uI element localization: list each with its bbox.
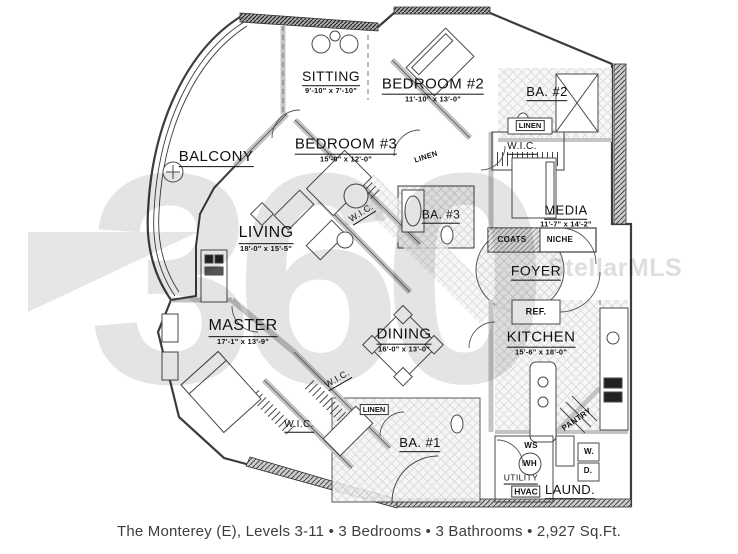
coats-niche-band bbox=[487, 227, 597, 253]
label-wic-top: W.I.C. bbox=[507, 141, 537, 155]
label-dryer: D. bbox=[583, 465, 593, 475]
label-linen-bottom: LINEN bbox=[359, 404, 389, 416]
label-utility: UTILITY bbox=[503, 472, 539, 485]
room-name: SITTING bbox=[301, 68, 361, 86]
label-balcony: BALCONY bbox=[178, 148, 254, 167]
label-washer: W. bbox=[584, 446, 594, 456]
ref-label: REF. bbox=[525, 306, 547, 317]
room-dims: 18'-0" x 15'-5" bbox=[239, 243, 293, 253]
furniture bbox=[161, 27, 629, 503]
room-dims: 16'-0" x 13'-0" bbox=[377, 344, 431, 354]
hvac-label: HVAC bbox=[511, 485, 541, 498]
room-name: BA. #3 bbox=[421, 207, 461, 224]
room-name: MEDIA bbox=[544, 202, 588, 220]
label-living: LIVING 18'-0" x 15'-5" bbox=[238, 224, 294, 253]
room-dims: 11'-7" x 14'-2" bbox=[540, 219, 592, 229]
label-master: MASTER 17'-1" x 13'-9" bbox=[208, 317, 278, 346]
label-coats: COATS bbox=[497, 234, 527, 244]
wic-label: W.I.C. bbox=[507, 141, 537, 155]
label-wh: WH bbox=[523, 458, 537, 468]
room-dims: 11'-10" x 13'-0" bbox=[404, 94, 461, 104]
linen-label: LINEN bbox=[359, 404, 389, 416]
room-name: BALCONY bbox=[178, 148, 254, 167]
label-laund: LAUND. bbox=[544, 482, 596, 499]
room-name: LAUND. bbox=[544, 482, 596, 499]
label-niche: NICHE bbox=[546, 234, 574, 244]
room-name: LIVING bbox=[238, 224, 294, 244]
label-media: MEDIA 11'-7" x 14'-2" bbox=[540, 204, 592, 229]
wh-label: WH bbox=[523, 458, 537, 468]
door-arcs bbox=[231, 109, 601, 467]
coats-label: COATS bbox=[497, 234, 527, 244]
room-dims: 15'-0" x 12'-0" bbox=[319, 154, 373, 164]
label-ref: REF. bbox=[525, 306, 547, 317]
wic-label: W.I.C. bbox=[284, 419, 314, 433]
room-dims: 15'-6" x 18'-0" bbox=[514, 347, 568, 357]
label-ba1: BA. #1 bbox=[399, 435, 441, 452]
label-hvac: HVAC bbox=[511, 485, 541, 498]
room-name: BA. #1 bbox=[399, 435, 441, 452]
room-name: FOYER bbox=[510, 262, 562, 281]
niche-label: NICHE bbox=[546, 234, 574, 244]
room-name: BA. #2 bbox=[526, 84, 568, 101]
room-dims: 17'-1" x 13'-9" bbox=[216, 336, 270, 346]
linen-label: LINEN bbox=[515, 120, 545, 132]
label-ba3: BA. #3 bbox=[421, 207, 461, 224]
dryer-label: D. bbox=[583, 465, 593, 475]
room-name: UTILITY bbox=[503, 472, 539, 485]
label-ws: WS bbox=[524, 440, 538, 450]
label-kitchen: KITCHEN 15'-6" x 18'-0" bbox=[506, 328, 576, 357]
label-wic-master: W.I.C. bbox=[284, 419, 314, 433]
room-name: KITCHEN bbox=[506, 328, 576, 348]
label-sitting: SITTING 9'-10" x 7'-10" bbox=[301, 68, 361, 95]
label-dining: DINING 16'-0" x 13'-0" bbox=[376, 325, 432, 354]
caption: The Monterey (E), Levels 3-11 • 3 Bedroo… bbox=[116, 523, 622, 540]
room-dims: 9'-10" x 7'-10" bbox=[304, 85, 358, 95]
label-ba2: BA. #2 bbox=[526, 84, 568, 101]
label-linen-top: LINEN bbox=[515, 120, 545, 132]
label-foyer: FOYER bbox=[510, 262, 562, 281]
label-bedroom3: BEDROOM #3 15'-0" x 12'-0" bbox=[294, 135, 398, 164]
room-name: DINING bbox=[376, 325, 432, 345]
room-name: BEDROOM #3 bbox=[294, 135, 398, 155]
room-name: MASTER bbox=[208, 317, 278, 337]
washer-label: W. bbox=[584, 446, 594, 456]
label-bedroom2: BEDROOM #2 11'-10" x 13'-0" bbox=[381, 75, 485, 104]
ws-label: WS bbox=[524, 440, 538, 450]
room-name: BEDROOM #2 bbox=[381, 75, 485, 95]
